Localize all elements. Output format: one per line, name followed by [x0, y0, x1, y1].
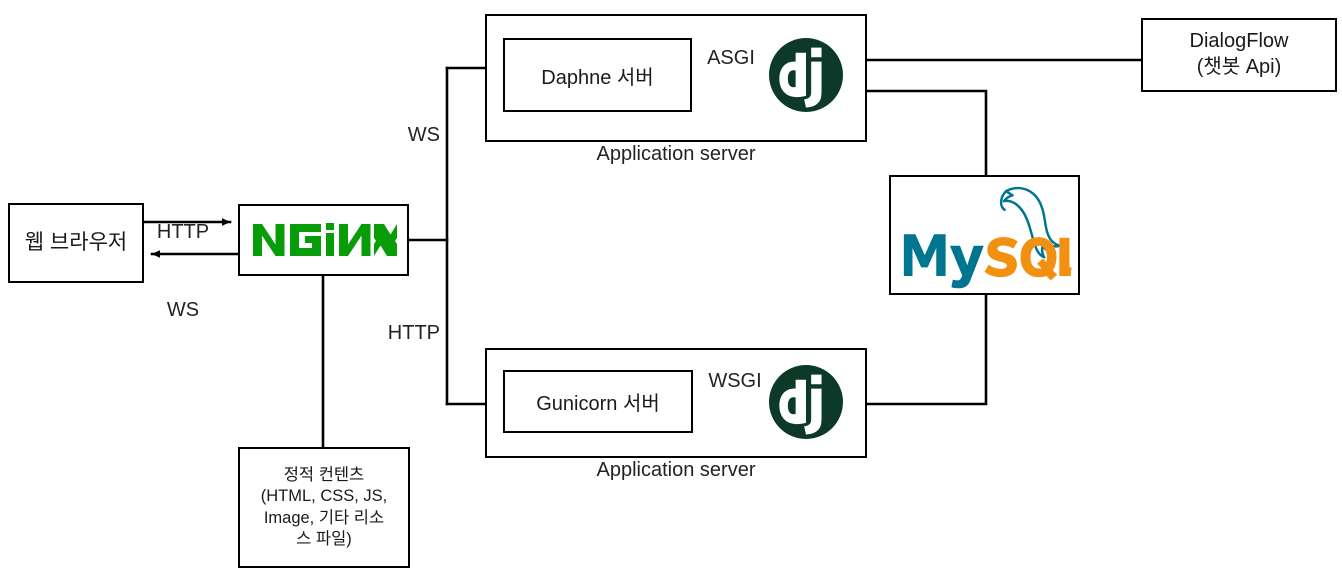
caption-application-server-bottom: Application server — [596, 459, 756, 481]
static-content-line-2: (HTML, CSS, JS, — [260, 487, 388, 506]
edge-label-browser-nginx: HTTP WS — [128, 167, 238, 375]
edge-label-http-gunicorn: HTTP — [387, 322, 440, 344]
node-web-browser: 웹 브라우저 — [8, 203, 144, 283]
node-static-content: 정적 컨텐츠 (HTML, CSS, JS, Image, 기타 리소 스 파일… — [238, 447, 410, 568]
dialogflow-line-2: (챗봇 Api) — [1196, 56, 1282, 78]
node-gunicorn-server: Gunicorn 서버 — [503, 370, 693, 433]
edge-label-asgi: ASGI — [707, 47, 755, 69]
static-content-line-4: 스 파일) — [296, 529, 352, 548]
edge-label-http: HTTP — [156, 221, 210, 243]
node-daphne-server: Daphne 서버 — [503, 38, 692, 112]
django-logo-bottom — [769, 365, 843, 439]
gunicorn-server-label: Gunicorn 서버 — [536, 393, 660, 415]
node-mysql-database: ™ — [889, 175, 1080, 295]
edge-label-ws-browser: WS — [166, 299, 200, 321]
caption-application-server-top: Application server — [596, 143, 756, 165]
edge-label-wsgi: WSGI — [708, 370, 762, 392]
mysql-logo: ™ — [903, 186, 1072, 289]
mysql-trademark: ™ — [1068, 266, 1072, 275]
django-logo-top — [769, 38, 843, 112]
node-dialogflow: DialogFlow (챗봇 Api) — [1141, 18, 1337, 92]
edge-label-ws: WS — [407, 124, 440, 146]
node-nginx — [238, 204, 409, 276]
nginx-logo — [252, 223, 397, 256]
daphne-server-label: Daphne 서버 — [541, 66, 654, 89]
dialogflow-line-1: DialogFlow — [1189, 30, 1289, 53]
static-content-line-3: Image, 기타 리소 — [263, 508, 385, 527]
web-browser-label: 웹 브라우저 — [24, 230, 128, 254]
static-content-line-1: 정적 컨텐츠 — [283, 466, 365, 485]
